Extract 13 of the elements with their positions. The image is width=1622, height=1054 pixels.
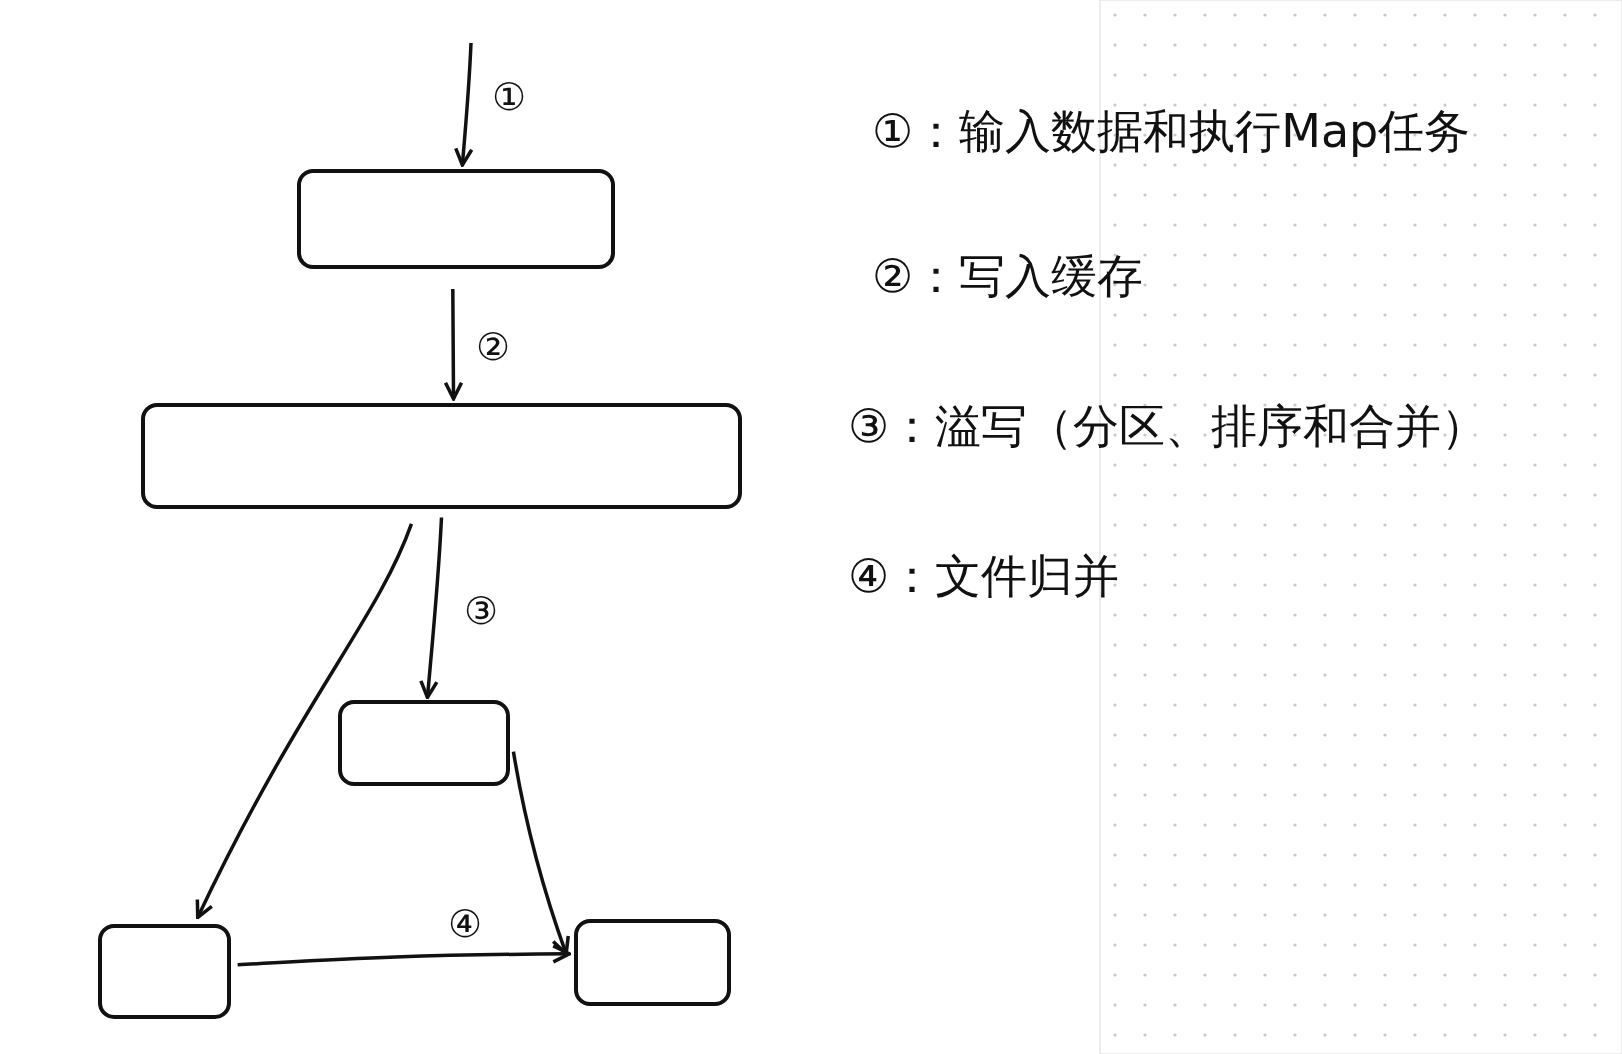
annotation-text: ④：文件归并 [848,553,1120,599]
rounded-box [338,700,510,786]
arrow [237,944,572,967]
arrow [195,523,414,920]
rounded-box [141,403,742,509]
annotation-text: ②：写入缓存 [872,253,1144,299]
arrow [443,289,464,401]
rounded-box [297,169,615,269]
annotation-text: ③：溢写（分区、排序和合并） [848,403,1488,449]
arrow [419,517,444,700]
arrow [454,42,474,167]
rounded-box [98,924,231,1019]
rounded-box [574,919,731,1006]
